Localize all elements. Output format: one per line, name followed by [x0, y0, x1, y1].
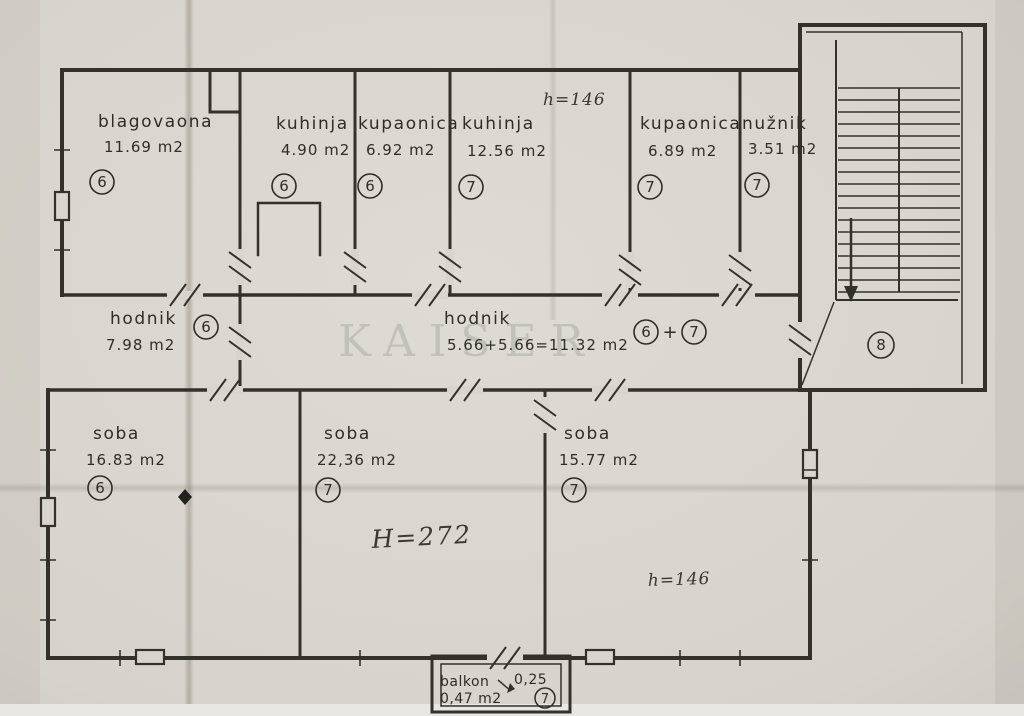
room-label: soba	[93, 424, 140, 444]
room-label: kuhinja	[276, 114, 349, 134]
unit-number: 6	[97, 173, 107, 191]
watermark-text: KAISER	[338, 316, 598, 367]
unit-number: 6	[641, 323, 651, 341]
unit-number: 7	[541, 692, 549, 707]
unit-number: 7	[466, 178, 476, 196]
unit-circle	[89, 169, 115, 195]
unit-circle	[87, 475, 113, 501]
room-nuznik: nužnik 3.51 m2 7	[742, 114, 817, 198]
balcony-arrow	[497, 679, 515, 693]
plus-sign: +	[662, 322, 677, 343]
room-soba-c: soba 15.77 m2 7 h=146	[559, 424, 711, 591]
room-label: blagovaona	[98, 112, 213, 132]
unit-number: 6	[365, 177, 375, 195]
room-area: 4.90 m2	[281, 141, 350, 159]
room-area: 12.56 m2	[467, 142, 547, 160]
unit-number: 7	[645, 178, 655, 196]
door-openings	[167, 249, 812, 670]
unit-circle	[534, 687, 556, 709]
landing-diagonal	[801, 301, 835, 386]
ceiling-height-note: h=146	[543, 90, 606, 110]
stair-direction-arrow	[844, 218, 858, 302]
staircase-unit: 8	[867, 331, 895, 359]
room-hodnik-a: hodnik 7.98 m2 6	[106, 309, 219, 354]
room-label: hodnik	[444, 309, 511, 329]
unit-circle	[357, 173, 383, 199]
room-kupaonica-b: kupaonica 6.89 m2 7	[637, 114, 741, 200]
room-area: 5.66+5.66=11.32 m2	[447, 336, 629, 354]
room-area: 7.98 m2	[106, 336, 175, 354]
wall-details	[39, 149, 819, 666]
unit-circle	[744, 172, 770, 198]
room-area: 11.69 m2	[104, 138, 184, 156]
room-hodnik-b: hodnik 5.66+5.66=11.32 m2 6 + 7	[444, 309, 707, 354]
room-label: kuhinja	[462, 114, 535, 134]
room-area: 22,36 m2	[317, 451, 397, 469]
room-soba-b: soba 22,36 m2 7 H=272	[315, 424, 473, 554]
room-balkon: balkon 0,25 0,47 m2 7	[440, 672, 556, 709]
room-area: 0,47 m2	[440, 691, 502, 707]
room-area: 16.83 m2	[86, 451, 166, 469]
fold-mark	[178, 489, 192, 505]
unit-circle	[633, 319, 659, 345]
room-area: 15.77 m2	[559, 451, 639, 469]
unit-circle	[458, 174, 484, 200]
room-kupaonica-a: kupaonica 6.92 m2 6	[357, 114, 459, 199]
unit-circle	[193, 314, 219, 340]
room-label: soba	[324, 424, 371, 444]
unit-number: 6	[201, 318, 211, 336]
unit-number: 7	[569, 481, 579, 499]
unit-circle	[867, 331, 895, 359]
room-area: 6.89 m2	[648, 142, 717, 160]
unit-number: 7	[323, 481, 333, 499]
room-label: kupaonica	[640, 114, 741, 134]
room-area: 6.92 m2	[366, 141, 435, 159]
room-kuhinja-b: kuhinja 12.56 m2 7 h=146	[458, 90, 606, 200]
unit-circle	[315, 477, 341, 503]
room-kuhinja-a: kuhinja 4.90 m2 6	[271, 114, 350, 199]
unit-number: 7	[689, 323, 699, 341]
room-label: nužnik	[742, 114, 807, 134]
unit-circle	[271, 173, 297, 199]
room-soba-a: soba 16.83 m2 6	[86, 424, 166, 501]
unit-circle	[681, 319, 707, 345]
room-area: 3.51 m2	[748, 140, 817, 158]
balcony-depth-note: 0,25	[514, 672, 547, 688]
room-label: hodnik	[110, 309, 177, 329]
room-label: balkon	[440, 674, 489, 690]
unit-number: 6	[95, 479, 105, 497]
ceiling-height-note: h=146	[647, 569, 710, 591]
unit-number: 7	[752, 176, 762, 194]
unit-number: 8	[876, 336, 886, 354]
unit-circle	[637, 174, 663, 200]
room-blagovaona: blagovaona 11.69 m2 6	[89, 112, 213, 195]
room-label: kupaonica	[358, 114, 459, 134]
ceiling-height-note: H=272	[370, 520, 473, 554]
unit-number: 6	[279, 177, 289, 195]
staircase	[798, 23, 987, 392]
unit-circle	[561, 477, 587, 503]
room-label: soba	[564, 424, 611, 444]
